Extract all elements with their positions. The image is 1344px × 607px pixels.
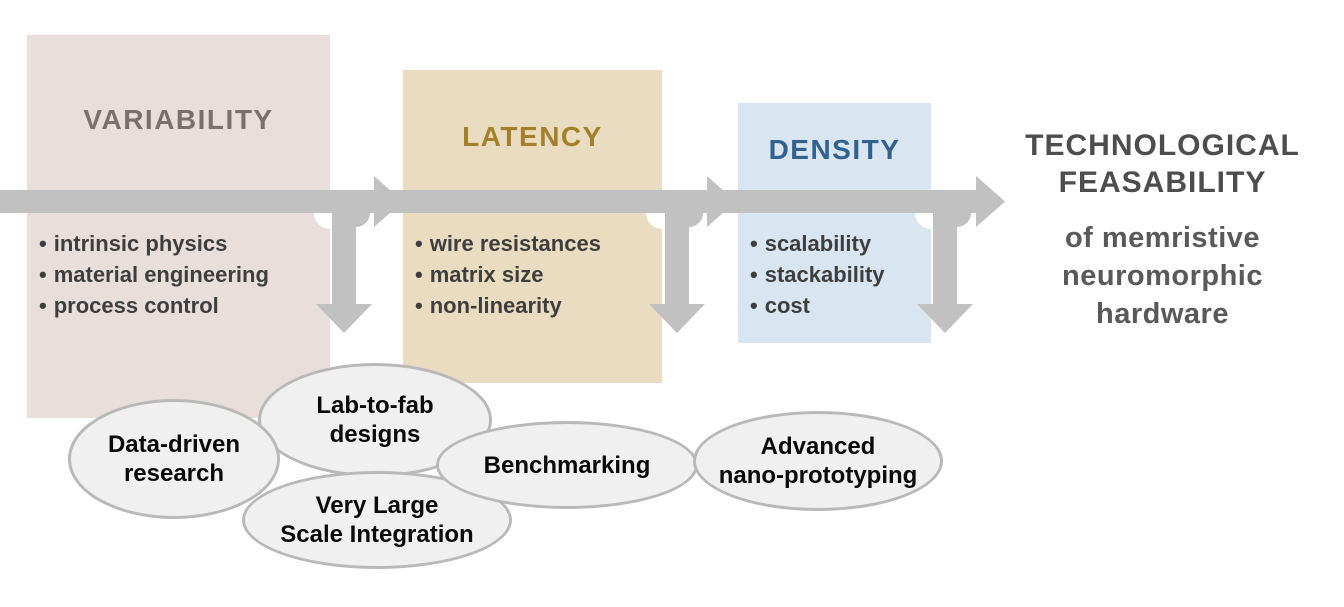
bullet-text: matrix size: [429, 262, 544, 287]
ellipse-label-line: Lab-to-fab: [316, 392, 434, 419]
outcome-subtitle-line: of memristive: [1064, 222, 1261, 254]
ellipse-label-line: Benchmarking: [483, 451, 651, 479]
bullet-text: scalability: [764, 231, 872, 256]
outcome-heading: TECHNOLOGICAL FEASABILITY: [985, 127, 1340, 201]
bullet-item: •stackability: [750, 259, 927, 290]
ellipse-label-line: research: [123, 460, 225, 487]
ellipse-advanced-nano-prototyping: Advanced nano-prototyping: [693, 411, 943, 511]
arrow-fillet: [356, 213, 370, 227]
arrow-right-icon: [707, 176, 736, 227]
bullet-marker: •: [39, 231, 47, 256]
bullet-marker: •: [39, 293, 47, 318]
density-title: DENSITY: [768, 134, 901, 165]
bullet-text: material engineering: [53, 262, 269, 287]
outcome-heading-line: TECHNOLOGICAL: [1025, 129, 1300, 162]
bullet-marker: •: [750, 293, 758, 318]
latency-bullet-list: •wire resistances •matrix size •non-line…: [415, 228, 658, 321]
ellipse-data-driven-research: Data-driven research: [68, 399, 280, 519]
bullet-marker: •: [415, 231, 423, 256]
bullet-text: process control: [53, 293, 219, 318]
outcome-text: TECHNOLOGICAL FEASABILITY of memristive …: [985, 127, 1340, 333]
arrow-fillet: [689, 213, 703, 227]
variability-title: VARIABILITY: [83, 104, 274, 135]
arrow-right-icon: [374, 176, 403, 227]
ellipse-label-line: Advanced: [760, 433, 876, 460]
bullet-marker: •: [415, 262, 423, 287]
outcome-subtitle-line: hardware: [1096, 298, 1229, 330]
arrow-fillet: [957, 213, 971, 227]
ellipse-label-line: Data-driven: [107, 431, 241, 458]
ellipse-label-line: nano-prototyping: [718, 462, 918, 489]
arrow-stem: [665, 213, 689, 305]
bullet-item: •material engineering: [39, 259, 326, 290]
latency-block: LATENCY •wire resistances •matrix size •…: [403, 70, 662, 383]
arrow-stem: [332, 213, 356, 305]
variability-bullet-list: •intrinsic physics •material engineering…: [39, 228, 326, 321]
density-block: DENSITY •scalability •stackability •cost: [738, 103, 931, 343]
ellipse-label-line: Very Large: [315, 492, 439, 519]
bullet-marker: •: [415, 293, 423, 318]
bullet-text: stackability: [764, 262, 885, 287]
outcome-subtitle: of memristive neuromorphic hardware: [985, 219, 1340, 333]
bullet-item: •intrinsic physics: [39, 228, 326, 259]
latency-title: LATENCY: [462, 121, 603, 152]
ellipse-benchmarking: Benchmarking: [436, 421, 698, 509]
bullet-item: •cost: [750, 290, 927, 321]
ellipse-label-line: designs: [329, 421, 421, 448]
bullet-marker: •: [750, 262, 758, 287]
arrow-stem: [933, 213, 957, 305]
outcome-heading-line: FEASABILITY: [1058, 166, 1267, 199]
bullet-item: •matrix size: [415, 259, 658, 290]
bullet-text: cost: [764, 293, 810, 318]
bullet-text: wire resistances: [429, 231, 601, 256]
bullet-text: intrinsic physics: [53, 231, 228, 256]
bullet-item: •wire resistances: [415, 228, 658, 259]
variability-block: VARIABILITY •intrinsic physics •material…: [27, 35, 330, 418]
density-bullet-list: •scalability •stackability •cost: [750, 228, 927, 321]
bullet-item: •non-linearity: [415, 290, 658, 321]
ellipse-label-line: Scale Integration: [280, 521, 474, 548]
bullet-marker: •: [39, 262, 47, 287]
bullet-text: non-linearity: [429, 293, 562, 318]
bullet-item: •scalability: [750, 228, 927, 259]
outcome-subtitle-line: neuromorphic: [1062, 260, 1263, 292]
bullet-item: •process control: [39, 290, 326, 321]
bullet-marker: •: [750, 231, 758, 256]
